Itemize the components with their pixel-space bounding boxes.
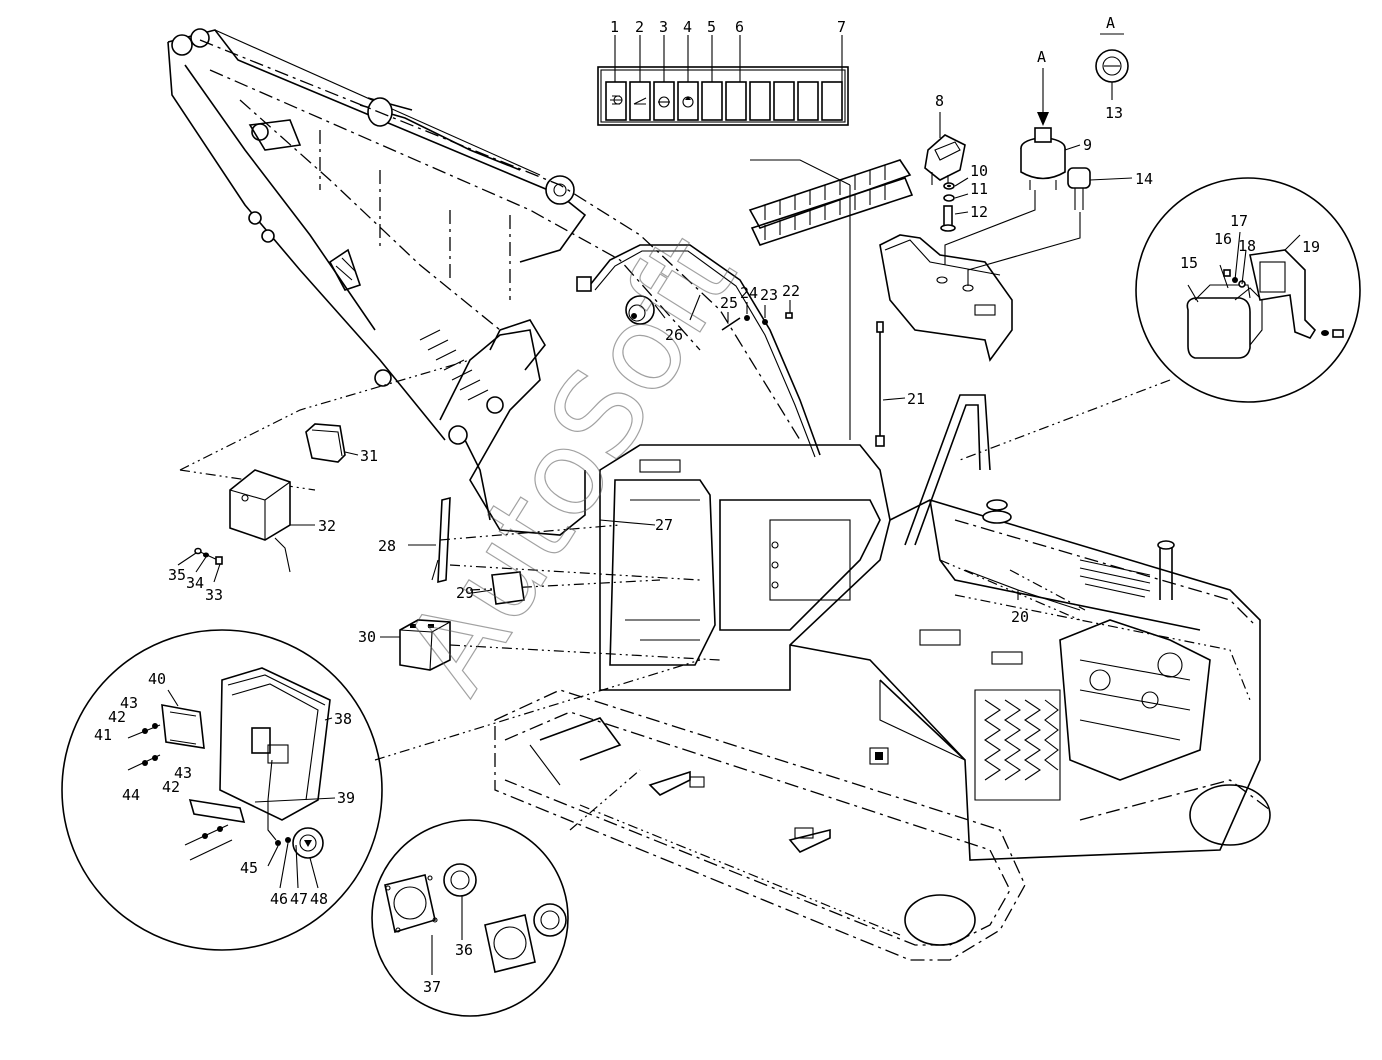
part-label-35: 35 — [168, 566, 186, 584]
part-label-32: 32 — [318, 517, 336, 535]
part-label-43b: 43 — [174, 764, 192, 782]
part-label-17: 17 — [1230, 212, 1248, 230]
part-label-42: 42 — [108, 708, 126, 726]
part-label-2: 2 — [635, 18, 644, 36]
part-label-9: 9 — [1083, 136, 1092, 154]
part-label-23: 23 — [760, 286, 778, 304]
part-label-29: 29 — [456, 584, 474, 602]
work-light-detail: 15 16 17 18 19 — [1135, 177, 1361, 403]
part-label-4: 4 — [683, 18, 692, 36]
part-label-11: 11 — [970, 180, 988, 198]
rocker-switch-panel-icon: 1 2 3 4 5 6 7 — [597, 18, 849, 126]
part-label-3: 3 — [659, 18, 668, 36]
relay-block — [748, 159, 914, 246]
crawler-tracks — [494, 689, 1271, 961]
part-label-12: 12 — [970, 203, 988, 221]
part-label-38: 38 — [334, 710, 352, 728]
part-label-24: 24 — [740, 284, 758, 302]
part-label-37: 37 — [423, 978, 441, 996]
part-label-8: 8 — [935, 92, 944, 110]
part-label-13: 13 — [1105, 104, 1123, 122]
part-label-7: 7 — [837, 18, 846, 36]
hood-and-harness-parts: 20 21 22 23 24 25 26 27 — [576, 276, 1081, 626]
part-label-46: 46 — [270, 890, 288, 908]
view-arrow-label: A — [1037, 48, 1046, 66]
beacon-icon — [682, 96, 694, 108]
part-label-47: 47 — [290, 890, 308, 908]
part-label-22: 22 — [782, 282, 800, 300]
boom-arm-assembly — [167, 28, 801, 536]
speaker-detail: 36 37 — [371, 819, 569, 1017]
part-label-40: 40 — [148, 670, 166, 688]
part-label-30: 30 — [358, 628, 376, 646]
watermark: AutoSoft — [376, 211, 763, 715]
upper-structure — [599, 394, 1261, 861]
part-label-36: 36 — [455, 941, 473, 959]
part-label-48: 48 — [310, 890, 328, 908]
ignition-parts: 8 10 11 12 9 A A 13 14 — [879, 14, 1153, 362]
part-label-16: 16 — [1214, 230, 1232, 248]
controller-detail: 38 40 43 42 41 43 42 44 39 45 — [61, 629, 383, 951]
part-label-25: 25 — [720, 294, 738, 312]
part-label-45: 45 — [240, 859, 258, 877]
part-label-41: 41 — [94, 726, 112, 744]
part-label-28: 28 — [378, 537, 396, 555]
part-label-20: 20 — [1011, 608, 1029, 626]
part-label-6: 6 — [735, 18, 744, 36]
wiper-icon — [633, 97, 647, 105]
part-label-31: 31 — [360, 447, 378, 465]
part-label-14: 14 — [1135, 170, 1153, 188]
part-label-42b: 42 — [162, 778, 180, 796]
view-label: A — [1106, 14, 1115, 32]
part-label-15: 15 — [1180, 254, 1198, 272]
part-label-44: 44 — [122, 786, 140, 804]
part-label-21: 21 — [907, 390, 925, 408]
part-label-26: 26 — [665, 326, 683, 344]
part-label-34: 34 — [186, 574, 204, 592]
part-label-1: 1 — [610, 18, 619, 36]
left-side-parts: 28 29 30 31 32 35 34 33 — [168, 423, 525, 671]
engine — [1059, 619, 1211, 781]
part-label-19: 19 — [1302, 238, 1320, 256]
part-label-5: 5 — [707, 18, 716, 36]
engine-grille — [974, 689, 1061, 801]
cover-grille — [1079, 559, 1151, 598]
part-label-27: 27 — [655, 516, 673, 534]
headlight-icon — [610, 95, 623, 105]
part-label-43: 43 — [120, 694, 138, 712]
watermark-text: AutoSoft — [377, 212, 763, 715]
part-label-33: 33 — [205, 586, 223, 604]
washer-icon — [658, 96, 670, 108]
part-label-10: 10 — [970, 162, 988, 180]
part-label-39: 39 — [337, 789, 355, 807]
part-label-18: 18 — [1238, 237, 1256, 255]
leader-lines — [179, 159, 1171, 831]
